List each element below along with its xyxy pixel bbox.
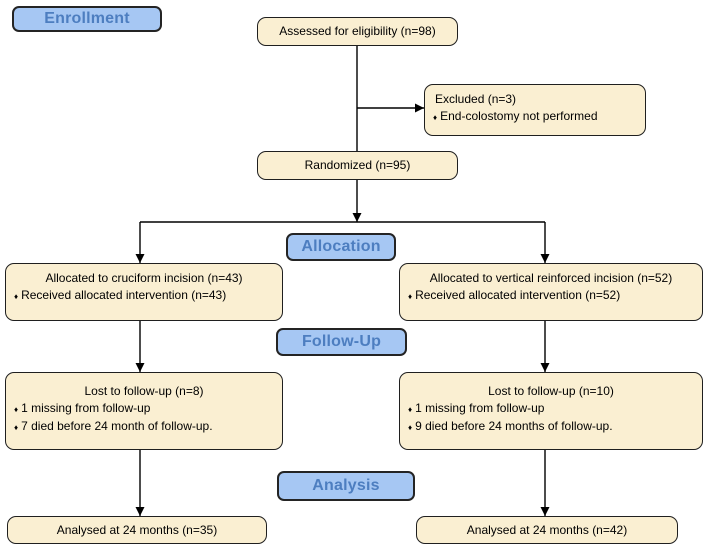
excluded-title: Excluded (n=3) (435, 92, 517, 106)
diamond-bullet-icon: ♦ (14, 423, 19, 432)
box-assessed-for-eligibility: Assessed for eligibility (n=98) (257, 17, 458, 46)
follow-up-right-title: Lost to follow-up (n=10) (488, 384, 614, 398)
diamond-bullet-icon: ♦ (14, 405, 19, 414)
box-allocation-right: Allocated to vertical reinforced incisio… (399, 263, 703, 321)
diamond-bullet-icon: ♦ (14, 292, 19, 301)
follow-up-right-item: ♦ 9 died before 24 months of follow-up. (400, 418, 702, 436)
excluded-reason-text: End-colostomy not performed (440, 109, 598, 123)
box-excluded: Excluded (n=3) ♦ End-colostomy not perfo… (424, 84, 646, 136)
diamond-bullet-icon: ♦ (408, 292, 413, 301)
box-allocation-left: Allocated to cruciform incision (n=43) ♦… (5, 263, 283, 321)
excluded-reason: ♦ End-colostomy not performed (425, 108, 645, 126)
follow-up-left-title: Lost to follow-up (n=8) (84, 384, 204, 398)
stage-label-analysis: Analysis (277, 471, 415, 501)
box-follow-up-right: Lost to follow-up (n=10) ♦ 1 missing fro… (399, 372, 703, 450)
follow-up-right-item-text: 9 died before 24 months of follow-up. (415, 419, 613, 433)
follow-up-left-item-text: 7 died before 24 month of follow-up. (21, 419, 213, 433)
follow-up-left-item: ♦ 7 died before 24 month of follow-up. (6, 418, 282, 436)
follow-up-left-item: ♦ 1 missing from follow-up (6, 400, 282, 418)
allocation-right-detail: ♦ Received allocated intervention (n=52) (400, 287, 702, 305)
follow-up-left-item-text: 1 missing from follow-up (21, 401, 151, 415)
stage-label-enrollment: Enrollment (12, 6, 162, 32)
diamond-bullet-icon: ♦ (433, 113, 438, 122)
diamond-bullet-icon: ♦ (408, 423, 413, 432)
allocation-left-title: Allocated to cruciform incision (n=43) (45, 271, 243, 285)
diamond-bullet-icon: ♦ (408, 405, 413, 414)
allocation-right-detail-text: Received allocated intervention (n=52) (415, 288, 621, 302)
box-randomized: Randomized (n=95) (257, 151, 458, 180)
follow-up-right-item-text: 1 missing from follow-up (415, 401, 545, 415)
allocation-left-detail: ♦ Received allocated intervention (n=43) (6, 287, 282, 305)
allocation-left-detail-text: Received allocated intervention (n=43) (21, 288, 227, 302)
box-analysis-left: Analysed at 24 months (n=35) (7, 516, 267, 544)
stage-label-allocation: Allocation (286, 233, 396, 261)
allocation-right-title: Allocated to vertical reinforced incisio… (429, 271, 673, 285)
box-follow-up-left: Lost to follow-up (n=8) ♦ 1 missing from… (5, 372, 283, 450)
follow-up-right-item: ♦ 1 missing from follow-up (400, 400, 702, 418)
box-analysis-right: Analysed at 24 months (n=42) (416, 516, 678, 544)
stage-label-follow-up: Follow-Up (276, 328, 407, 356)
